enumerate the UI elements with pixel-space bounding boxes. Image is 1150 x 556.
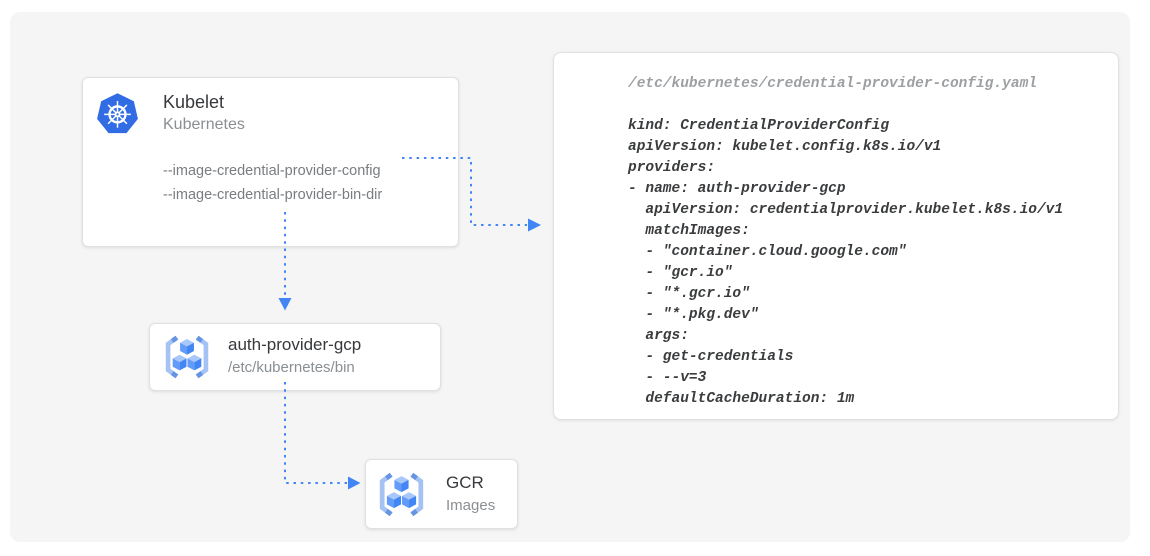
provider-title: auth-provider-gcp bbox=[228, 335, 362, 354]
gcr-card: GCR Images bbox=[365, 459, 518, 529]
yaml-line: apiVersion: credentialprovider.kubelet.k… bbox=[628, 202, 1064, 218]
flag-image-credential-provider-bin-dir: --image-credential-provider-bin-dir bbox=[163, 187, 383, 203]
yaml-line: - "container.cloud.google.com" bbox=[628, 244, 907, 260]
yaml-line: providers: bbox=[628, 160, 716, 176]
kubelet-title: Kubelet bbox=[163, 92, 225, 112]
container-registry-icon bbox=[163, 334, 211, 380]
diagram-canvas: Kubelet Kubernetes --image-credential-pr… bbox=[10, 12, 1130, 542]
yaml-line: - "gcr.io" bbox=[628, 265, 733, 281]
kubelet-flags: --image-credential-provider-config --ima… bbox=[163, 159, 382, 207]
yaml-line: - get-credentials bbox=[628, 349, 794, 365]
yaml-line: kind: CredentialProviderConfig bbox=[628, 118, 890, 134]
yaml-line: - name: auth-provider-gcp bbox=[628, 181, 846, 197]
yaml-line: matchImages: bbox=[628, 223, 750, 239]
gcr-subtitle: Images bbox=[446, 497, 496, 514]
yaml-line: defaultCacheDuration: 1m bbox=[628, 391, 855, 407]
provider-path: /etc/kubernetes/bin bbox=[228, 359, 355, 376]
yaml-code: kind: CredentialProviderConfig apiVersio… bbox=[628, 116, 1108, 410]
yaml-line: - "*.pkg.dev" bbox=[628, 307, 759, 323]
auth-provider-gcp-card: auth-provider-gcp /etc/kubernetes/bin bbox=[149, 323, 441, 391]
yaml-line: apiVersion: kubelet.config.k8s.io/v1 bbox=[628, 139, 942, 155]
yaml-config-panel: /etc/kubernetes/credential-provider-conf… bbox=[553, 52, 1119, 420]
yaml-line: - "*.gcr.io" bbox=[628, 286, 750, 302]
kubelet-subtitle: Kubernetes bbox=[163, 116, 245, 133]
yaml-line: - --v=3 bbox=[628, 370, 707, 386]
container-registry-icon bbox=[377, 471, 426, 518]
kubernetes-icon bbox=[96, 92, 139, 135]
kubelet-card: Kubelet Kubernetes --image-credential-pr… bbox=[82, 77, 459, 247]
yaml-line: args: bbox=[628, 328, 689, 344]
gcr-title: GCR bbox=[446, 473, 484, 492]
flag-image-credential-provider-config: --image-credential-provider-config bbox=[163, 163, 381, 179]
yaml-filename: /etc/kubernetes/credential-provider-conf… bbox=[628, 76, 1037, 92]
